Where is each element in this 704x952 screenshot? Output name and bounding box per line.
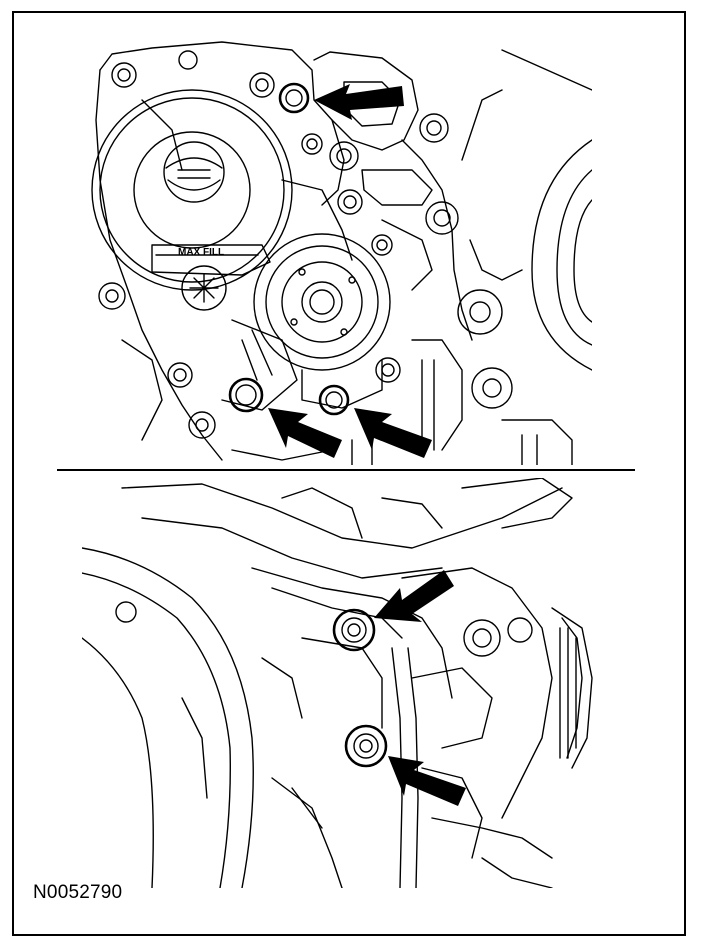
bottom-panel-illustration	[82, 478, 602, 888]
top-panel-illustration: MAX FILL	[82, 40, 592, 465]
max-fill-label: MAX FILL	[178, 247, 224, 258]
arrow-indicator-lower	[388, 756, 466, 806]
arrow-indicator-bottom-right	[354, 408, 432, 458]
figure-id-label: N0052790	[33, 882, 123, 903]
arrow-indicator-bottom-left	[268, 408, 342, 458]
arrow-indicator-upper	[374, 570, 454, 622]
figure-frame	[12, 11, 686, 936]
engine-side-housing-drawing	[82, 478, 593, 888]
arrow-indicator-top	[314, 84, 404, 120]
engine-front-cover-drawing: MAX FILL	[91, 41, 592, 465]
panel-divider	[57, 469, 635, 471]
